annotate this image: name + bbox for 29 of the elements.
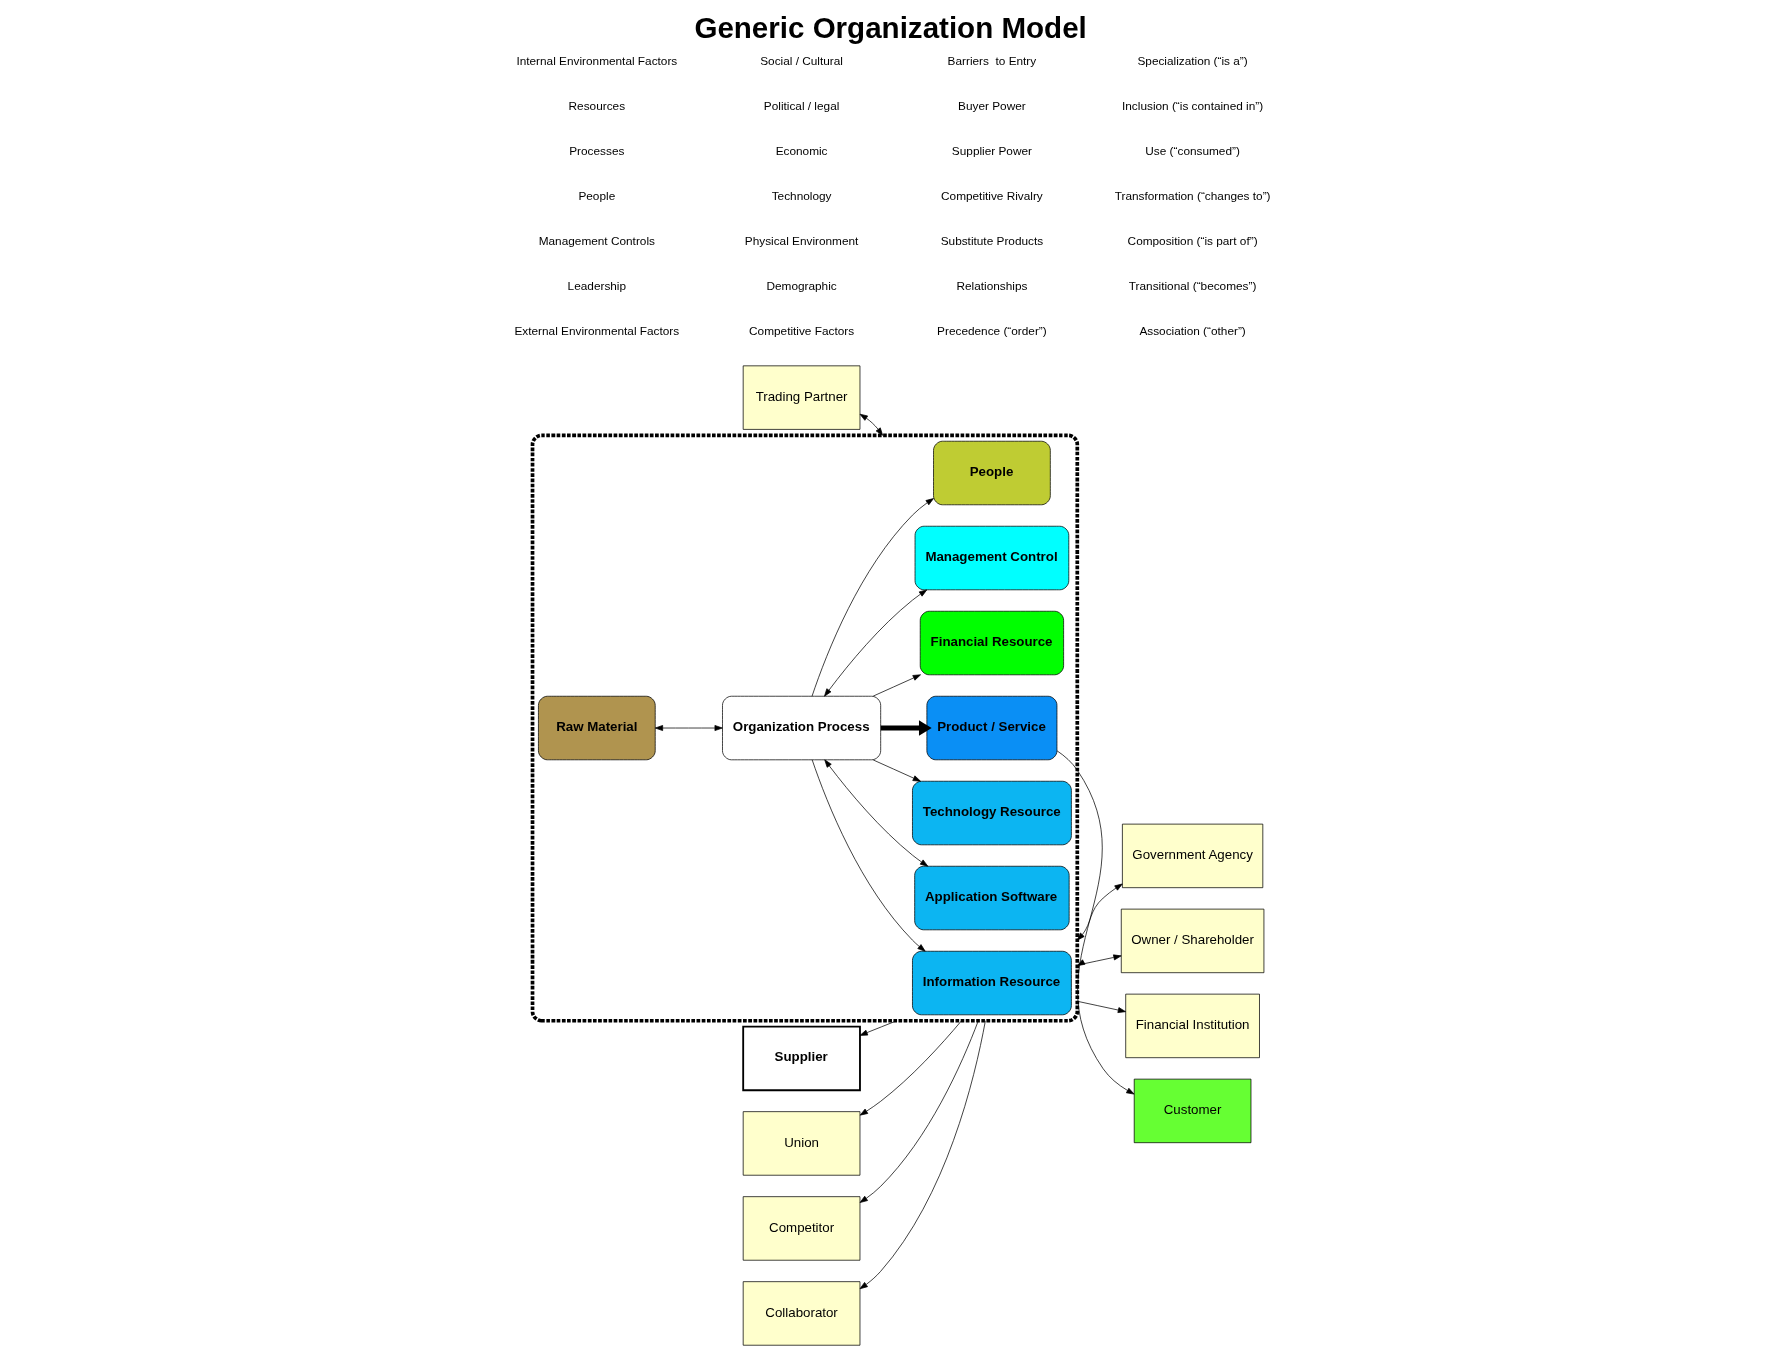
label: Specialization (“is a”) [1137,53,1248,68]
label: Supplier Power [951,144,1032,159]
label: Inclusion (“is contained in”) [1122,98,1264,113]
label: Transformation (“changes to”) [1114,189,1271,204]
label: Internal Environmental Factors [516,53,678,68]
label: Management Controls [538,234,655,249]
label: Composition (“is part of”) [1127,234,1258,249]
label: Use (“consumed”) [1145,144,1240,159]
label: Association (“other”) [1139,324,1246,339]
label: Technology [771,189,832,204]
label: Economic [775,144,828,159]
label: Social / Cultural [760,53,843,68]
label: People [578,189,616,204]
diagram-title: Generic Organization Model [694,10,1087,44]
label: Political / legal [763,98,840,113]
label: Competitive Factors [749,324,855,339]
label: Resources [568,98,626,113]
label: Barriers to Entry [947,53,1037,68]
label: Precedence (“order”) [937,324,1047,339]
label: External Environmental Factors [514,324,680,339]
label: Processes [569,144,625,159]
label: Relationships [956,279,1028,294]
label: Buyer Power [958,98,1026,113]
label: Substitute Products [940,234,1044,249]
label: Competitive Rivalry [941,189,1043,204]
label: Physical Environment [744,234,859,249]
label: Leadership [567,279,627,294]
label: Transitional (“becomes”) [1128,279,1257,294]
label: Demographic [766,279,837,294]
